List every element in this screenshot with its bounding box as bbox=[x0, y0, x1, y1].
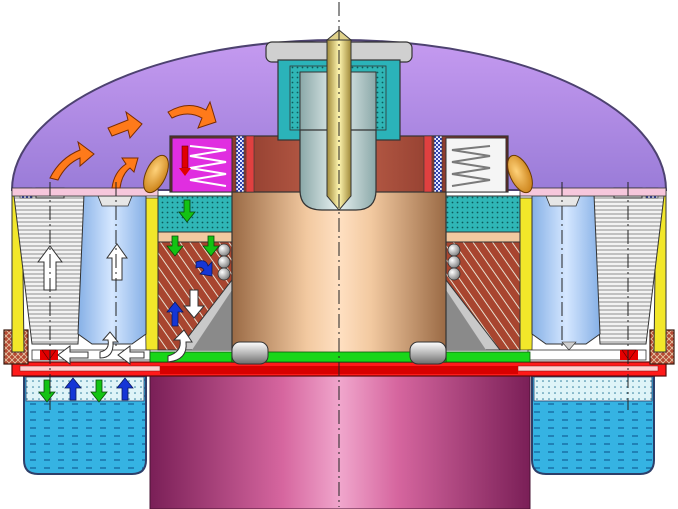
teal-block-left bbox=[157, 195, 233, 233]
ball-bearings-right bbox=[447, 243, 461, 281]
nozzle-cap-left bbox=[143, 154, 169, 194]
chamber-right bbox=[445, 231, 521, 351]
arrow-down-icon bbox=[178, 199, 196, 223]
flow-arrows-green bbox=[38, 199, 220, 403]
spring-block-right bbox=[445, 137, 507, 193]
teal-block-right bbox=[445, 195, 521, 233]
spring-icon bbox=[189, 145, 227, 187]
ball-bearing-icon bbox=[217, 243, 231, 257]
water-tank-right bbox=[531, 375, 655, 475]
flow-arrows-blue bbox=[64, 260, 213, 401]
roller-left bbox=[231, 341, 269, 365]
ball-bearings-left bbox=[217, 243, 231, 281]
nozzle-cap-right bbox=[507, 154, 533, 194]
green-pipe-right bbox=[439, 349, 647, 363]
center-lines bbox=[49, 2, 629, 507]
blue-canister-right bbox=[531, 193, 601, 345]
top-band-right bbox=[519, 187, 667, 197]
flow-arrows-orange bbox=[49, 100, 217, 189]
spring-block-left bbox=[171, 137, 233, 193]
top-band-left bbox=[11, 187, 159, 197]
flow-markers-red bbox=[41, 341, 637, 361]
curved-arrow-icon bbox=[49, 140, 95, 181]
roller-right bbox=[409, 341, 447, 365]
base-column bbox=[149, 371, 531, 509]
